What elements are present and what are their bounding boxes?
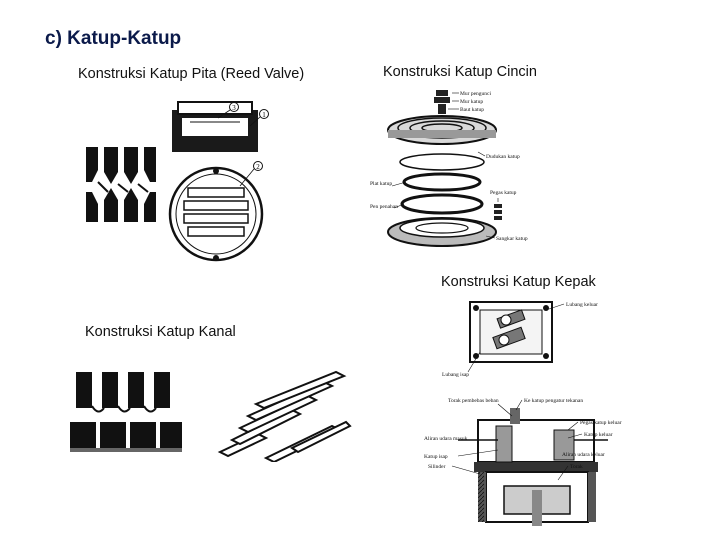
valve-plate-3 [400, 193, 484, 215]
section-heading: c) Katup-Katup [45, 28, 182, 49]
caption-reed-valve: Konstruksi Katup Pita (Reed Valve) [78, 66, 305, 82]
label-dudukan-katup: Dudukan katup [486, 154, 520, 160]
label-torak: Torak [570, 464, 583, 470]
valve-bolt [434, 90, 450, 114]
caption-poppet-valve: Konstruksi Katup Kepak [441, 274, 596, 290]
label-ke-katup-pengatur: Ke katup pengatur tekanan [524, 398, 583, 404]
label-baut-katup: Baut katup [460, 107, 484, 113]
valve-seat [387, 115, 497, 145]
valve-plate-2 [402, 172, 482, 192]
label-katup-isap: Katup isap [424, 454, 448, 460]
label-plat-katup: Plat katup [370, 181, 392, 187]
reed-valve-figure: 3 1 2 [78, 92, 278, 264]
caption-channel-valve: Konstruksi Katup Kanal [85, 324, 236, 340]
caption-ring-valve: Konstruksi Katup Cincin [383, 64, 537, 80]
valve-spring [494, 204, 502, 220]
callout-1: 1 [262, 111, 266, 119]
callout-2: 2 [256, 163, 260, 171]
label-pegas-katup: Pegas katup [490, 190, 517, 196]
channel-valve-figure [70, 366, 352, 462]
reed-valve-section [86, 147, 156, 222]
label-sangkar-katup: Sangkar katup [496, 236, 528, 242]
label-pen-penahan: Pen penahan [370, 204, 398, 210]
channel-valve-plates [217, 370, 352, 462]
callout-3: 3 [232, 104, 236, 112]
ring-valve-figure: Mur pengunci Mur katup Baut katup Duduka… [368, 86, 544, 254]
label-lubang-isap: Lubang isap [442, 372, 469, 378]
label-aliran-masuk: Aliran udara masuk [424, 436, 468, 442]
label-torak-pembebas-beban: Torak pembebas beban [448, 398, 499, 404]
valve-plate-1 [399, 153, 485, 171]
reed-valve-plate [168, 166, 264, 262]
reed-valve-block [172, 101, 258, 152]
label-silinder: Silinder [428, 464, 446, 470]
channel-valve-section [70, 372, 182, 452]
label-lubang-keluar: Lubang keluar [566, 302, 598, 308]
label-mur-katup: Mur katup [460, 99, 483, 105]
label-pegas-katup-keluar: Pegas katup keluar [580, 420, 622, 426]
cylinder-head-top [469, 301, 553, 363]
label-katup-keluar: Katup keluar [584, 432, 613, 438]
poppet-valve-figure: Lubang keluar Lubang isap Torak pembebas… [418, 290, 650, 530]
label-aliran-keluar: Aliran udara keluar [562, 452, 605, 458]
compressor-section [458, 408, 608, 526]
label-mur-pengunci: Mur pengunci [460, 91, 491, 97]
valve-cage [387, 217, 497, 247]
